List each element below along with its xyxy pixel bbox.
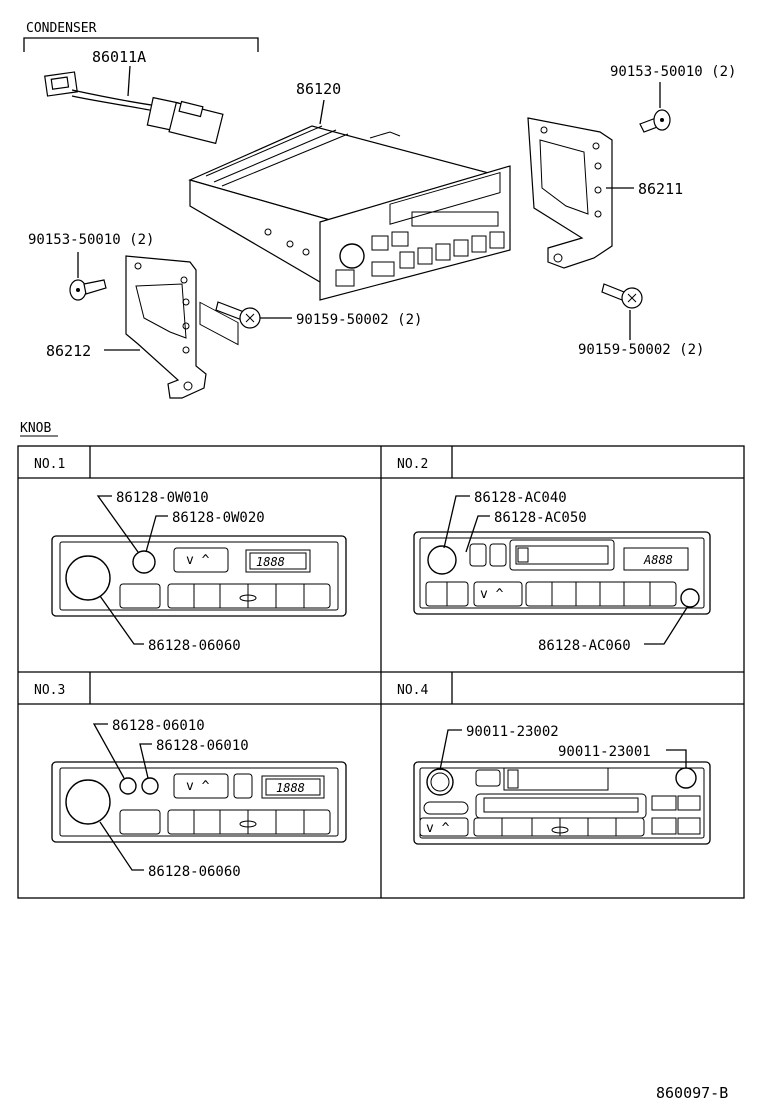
bolt-left-top-group: 90153-50010 (2): [28, 232, 154, 301]
bracket-86211-group: 86211: [527, 117, 683, 269]
bolt-right-top-group: 90153-50010 (2): [610, 64, 736, 133]
leader-no1-b: [145, 515, 168, 553]
leader-no4-b: [666, 749, 687, 768]
leader-no1-a: [96, 495, 139, 553]
leader-no1-c: [99, 595, 144, 645]
leader-86011A: [127, 65, 131, 97]
panel-no2-id: NO.2: [397, 457, 428, 472]
svg-text:v ^: v ^: [480, 587, 504, 602]
condenser-label: CONDENSER: [26, 21, 97, 36]
condenser-bracket-line: [23, 37, 259, 52]
leader-86120: [319, 99, 325, 125]
condenser-harness-icon: [44, 71, 224, 145]
bolt-icon: [69, 279, 107, 301]
panel-no2-display: A888: [643, 553, 673, 567]
car-radio-icon: [188, 125, 511, 346]
mounting-bracket-icon: [527, 117, 613, 269]
svg-text:v ^: v ^: [426, 821, 450, 836]
bolt-icon: [601, 283, 643, 309]
leader-no2-a: [443, 495, 470, 549]
panel-no3-callout-1: 86128-06010: [112, 718, 205, 734]
panel-no1-id: NO.1: [34, 457, 65, 472]
bracket-86212-label: 86212: [46, 342, 91, 360]
leader-no2-b: [465, 515, 490, 553]
knob-panel-no1: NO.1 v ^ 1888 86128-0W010 86128-0W020 86…: [34, 457, 347, 654]
panel-no3-callout-2: 86128-06010: [156, 738, 249, 754]
panel-no1-callout-2: 86128-0W020: [172, 510, 265, 526]
car-radio-icon: v ^ 1888: [51, 761, 347, 843]
leader-no3-c: [99, 821, 144, 871]
diagram-code: 860097-B: [656, 1084, 728, 1102]
knob-section-title: KNOB: [20, 421, 51, 436]
condenser-group: CONDENSER 86011A: [23, 21, 259, 145]
panel-no2-callout-1: 86128-AC040: [474, 490, 567, 506]
bracket-86211-label: 86211: [638, 180, 683, 198]
bracket-86212-group: 86212: [46, 255, 207, 399]
svg-text:v ^: v ^: [186, 779, 210, 794]
screw-center-label: 90159-50002 (2): [296, 312, 422, 328]
car-radio-icon: A888 v ^: [413, 531, 711, 615]
leader-no4-a: [439, 729, 462, 771]
panel-no4-callout-2: 90011-23001: [558, 744, 651, 760]
panel-no1-display: 1888: [256, 555, 285, 569]
panel-no1-callout-3: 86128-06060: [148, 638, 241, 654]
screw-center-group: 90159-50002 (2): [215, 301, 422, 329]
panel-no1-callout-1: 86128-0W010: [116, 490, 209, 506]
leader-no3-a: [92, 723, 125, 779]
panel-no2-callout-3: 86128-AC060: [538, 638, 631, 654]
part-86120-label: 86120: [296, 80, 341, 98]
bolt-icon: [639, 109, 671, 133]
bolt-left-top-label: 90153-50010 (2): [28, 232, 154, 248]
knob-grid: [17, 445, 745, 899]
leader-no3-b: [139, 743, 152, 779]
panel-no3-callout-3: 86128-06060: [148, 864, 241, 880]
car-radio-icon: v ^ 1888: [51, 535, 347, 617]
svg-text:v ^: v ^: [186, 553, 210, 568]
head-unit-86120: 86120: [188, 80, 511, 346]
knob-panel-no3: NO.3 v ^ 1888 86128-06010 86128-06010: [34, 683, 347, 880]
screw-right-group: 90159-50002 (2): [578, 283, 704, 358]
bolt-right-top-label: 90153-50010 (2): [610, 64, 736, 80]
knob-panel-no4: NO.4 v ^ 9001: [397, 683, 711, 845]
panel-no3-display: 1888: [276, 781, 305, 795]
panel-no4-callout-1: 90011-23002: [466, 724, 559, 740]
panel-no4-id: NO.4: [397, 683, 428, 698]
panel-no2-callout-2: 86128-AC050: [494, 510, 587, 526]
leader-no2-c: [644, 605, 689, 645]
panel-no3-id: NO.3: [34, 683, 65, 698]
part-86011A-label: 86011A: [92, 48, 146, 66]
bolt-icon: [215, 301, 261, 329]
mounting-bracket-icon: [125, 255, 207, 399]
knob-panel-no2: NO.2 A888 v ^ 86128-AC040: [397, 457, 711, 654]
car-radio-icon: v ^: [413, 761, 711, 845]
screw-right-label: 90159-50002 (2): [578, 342, 704, 358]
